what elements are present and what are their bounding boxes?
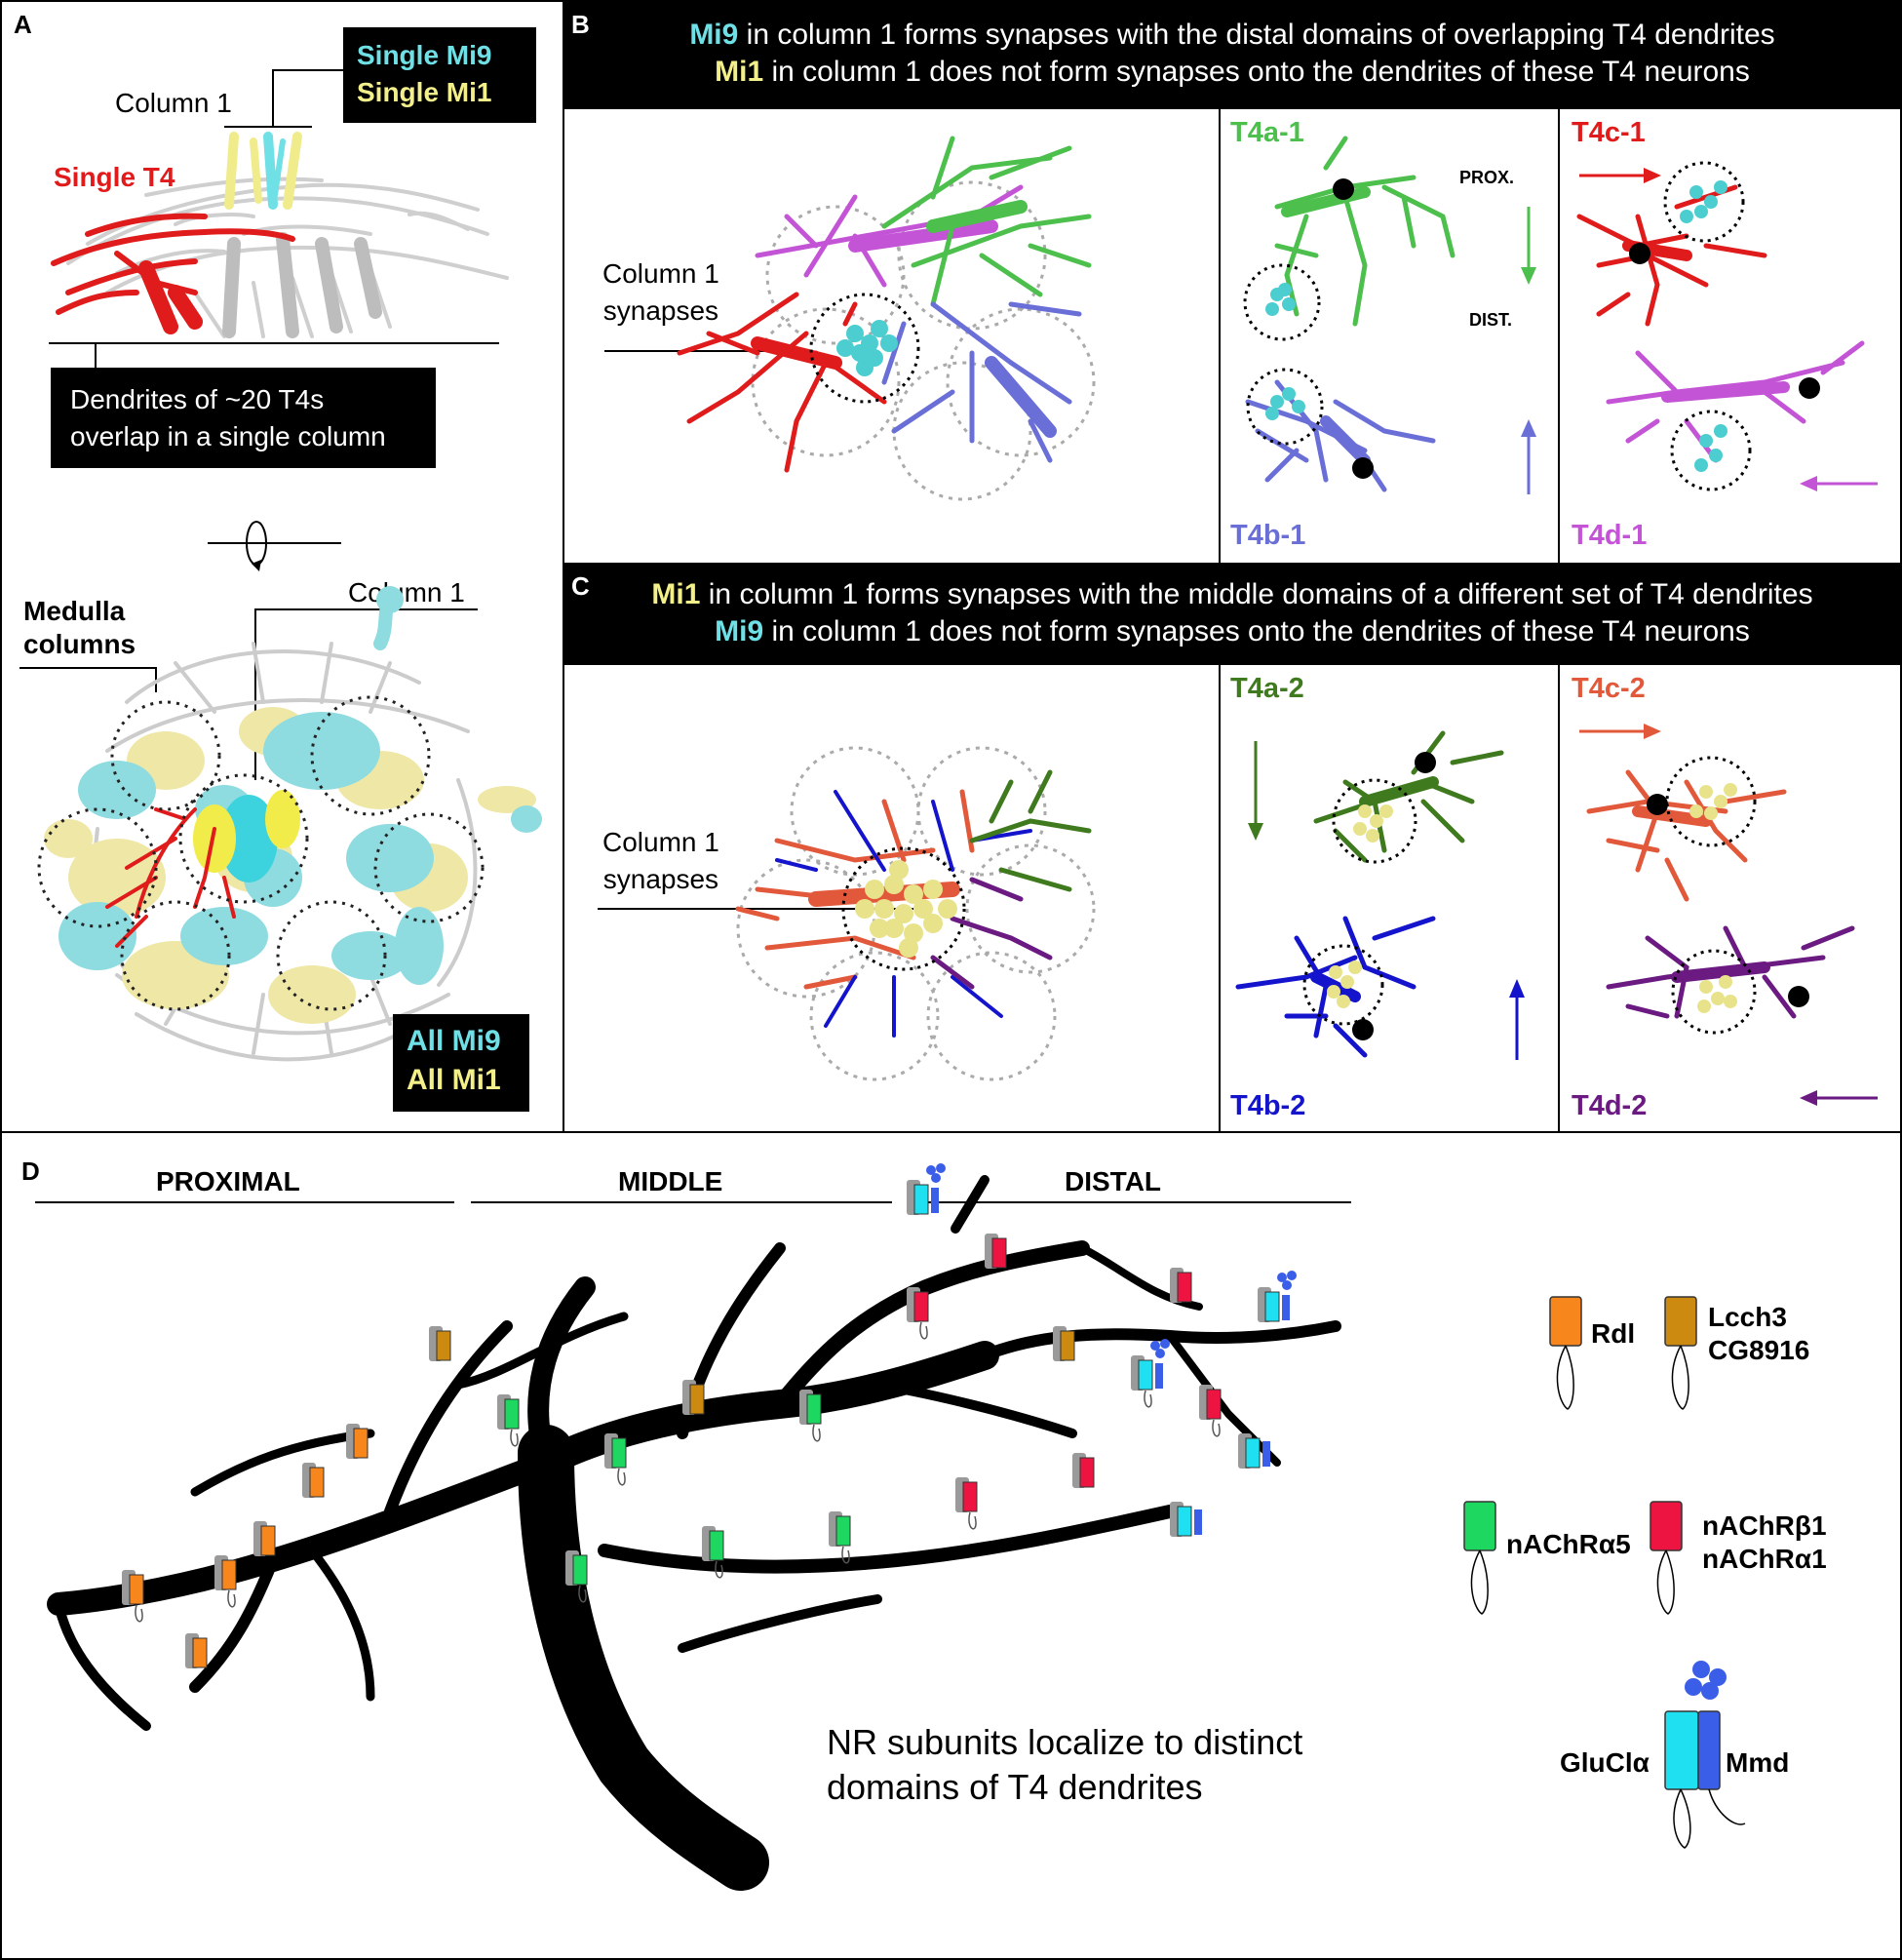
single-mi9-label: Single Mi9 bbox=[357, 40, 492, 70]
panel-letter-d: D bbox=[21, 1156, 40, 1186]
divider-b-c bbox=[563, 563, 1902, 565]
c-header-rest1: in column 1 forms synapses with the midd… bbox=[700, 578, 1813, 610]
middle-label: MIDDLE bbox=[618, 1166, 723, 1196]
legend-glucla: GluClα bbox=[1560, 1747, 1650, 1778]
t4d1-label: T4d-1 bbox=[1572, 520, 1648, 551]
receptor-channels bbox=[122, 1163, 1297, 1668]
panel-letter-b: B bbox=[571, 10, 590, 39]
divider-c-col2 bbox=[1558, 665, 1560, 1133]
b-synapse-line1: Column 1 bbox=[602, 258, 719, 289]
legend-nachra5: nAChRα5 bbox=[1506, 1529, 1631, 1559]
legend-nachrb1-group: nAChRβ1 nAChRα1 bbox=[1702, 1509, 1827, 1576]
all-mi1-label: All Mi1 bbox=[407, 1064, 501, 1096]
medulla-line1: Medulla bbox=[23, 596, 126, 626]
panel-c-single-neurons bbox=[1235, 724, 1878, 1106]
receptor-legend-glyphs bbox=[1463, 1296, 1746, 1849]
d-caption-line1: NR subunits localize to distinct bbox=[827, 1722, 1303, 1762]
c-header-cell1: Mi1 bbox=[651, 578, 701, 610]
panel-letter-a: A bbox=[14, 10, 32, 39]
distal-label: DISTAL bbox=[1065, 1166, 1162, 1196]
dendrites-line2: overlap in a single column bbox=[70, 421, 386, 451]
panel-b-single-neurons bbox=[1243, 136, 1878, 494]
all-cells-legend: All Mi9 All Mi1 bbox=[393, 1014, 529, 1112]
t4c1-label: T4c-1 bbox=[1572, 117, 1646, 148]
legend-lcch3: Lcch3 bbox=[1708, 1302, 1787, 1332]
medulla-line2: columns bbox=[23, 629, 136, 659]
legend-nachrb1: nAChRβ1 bbox=[1702, 1510, 1827, 1541]
legend-nachra1: nAChRα1 bbox=[1702, 1544, 1827, 1574]
t4a1-label: T4a-1 bbox=[1230, 117, 1304, 148]
single-cells-legend: Single Mi9 Single Mi1 bbox=[343, 27, 536, 123]
column1-bottom-label: Column 1 bbox=[348, 577, 465, 608]
dendrite-schematic bbox=[47, 1163, 1341, 1891]
single-mi1-label: Single Mi1 bbox=[357, 77, 492, 107]
b-header-rest1: in column 1 forms synapses with the dist… bbox=[738, 19, 1775, 51]
proximal-label: PROXIMAL bbox=[156, 1166, 300, 1196]
b-header-rest2: in column 1 does not form synapses onto … bbox=[763, 56, 1750, 88]
b-synapse-line2: synapses bbox=[602, 295, 719, 326]
legend-lcch3-group: Lcch3 CG8916 bbox=[1708, 1301, 1809, 1367]
c-synapse-label: Column 1 synapses bbox=[602, 824, 719, 898]
c-header-cell2: Mi9 bbox=[715, 615, 764, 647]
panel-a-bottom-render bbox=[19, 586, 542, 1062]
t4c2-label: T4c-2 bbox=[1572, 673, 1646, 704]
d-caption: NR subunits localize to distinct domains… bbox=[827, 1720, 1302, 1810]
divider-b-col2 bbox=[1558, 109, 1560, 563]
c-synapse-line1: Column 1 bbox=[602, 827, 719, 857]
divider-c-col1 bbox=[1219, 665, 1221, 1133]
b-synapse-label: Column 1 synapses bbox=[602, 255, 719, 330]
proximal-bar bbox=[35, 1201, 454, 1203]
all-mi9-label: All Mi9 bbox=[407, 1025, 501, 1057]
d-caption-line2: domains of T4 dendrites bbox=[827, 1767, 1203, 1807]
medulla-columns-label: Medulla columns bbox=[23, 595, 136, 661]
dendrites-overlap-box: Dendrites of ~20 T4s overlap in a single… bbox=[51, 368, 436, 468]
divider-b-col1 bbox=[1219, 109, 1221, 563]
legend-mmd: Mmd bbox=[1726, 1747, 1790, 1778]
single-t4-label: Single T4 bbox=[54, 162, 175, 192]
legend-cg8916: CG8916 bbox=[1708, 1335, 1810, 1365]
c-header-rest2: in column 1 does not form synapses onto … bbox=[763, 615, 1750, 647]
middle-bar bbox=[471, 1201, 892, 1203]
c-synapse-line2: synapses bbox=[602, 864, 719, 894]
dist-label: DIST. bbox=[1469, 310, 1513, 330]
panel-b-header: Mi9 in column 1 forms synapses with the … bbox=[564, 0, 1900, 109]
column1-top-label: Column 1 bbox=[115, 88, 232, 118]
panel-c-overlay-render bbox=[598, 746, 1096, 1081]
panel-b-overlay-render bbox=[604, 136, 1096, 501]
panel-a-top-render bbox=[49, 69, 509, 369]
panel-letter-c: C bbox=[571, 571, 590, 601]
t4b1-label: T4b-1 bbox=[1230, 520, 1306, 551]
t4d2-label: T4d-2 bbox=[1572, 1090, 1648, 1121]
panel-c-header: Mi1 in column 1 forms synapses with the … bbox=[564, 565, 1900, 665]
t4b2-label: T4b-2 bbox=[1230, 1090, 1306, 1121]
dendrites-line1: Dendrites of ~20 T4s bbox=[70, 384, 325, 414]
b-header-cell2: Mi1 bbox=[715, 56, 764, 88]
prox-label: PROX. bbox=[1459, 168, 1515, 187]
b-header-cell1: Mi9 bbox=[689, 19, 739, 51]
divider-a-bc bbox=[563, 0, 564, 1133]
legend-rdl: Rdl bbox=[1591, 1318, 1636, 1349]
rotation-icon bbox=[208, 521, 341, 571]
distal-bar bbox=[928, 1201, 1351, 1203]
divider-top-d bbox=[0, 1131, 1902, 1133]
t4a2-label: T4a-2 bbox=[1230, 673, 1304, 704]
